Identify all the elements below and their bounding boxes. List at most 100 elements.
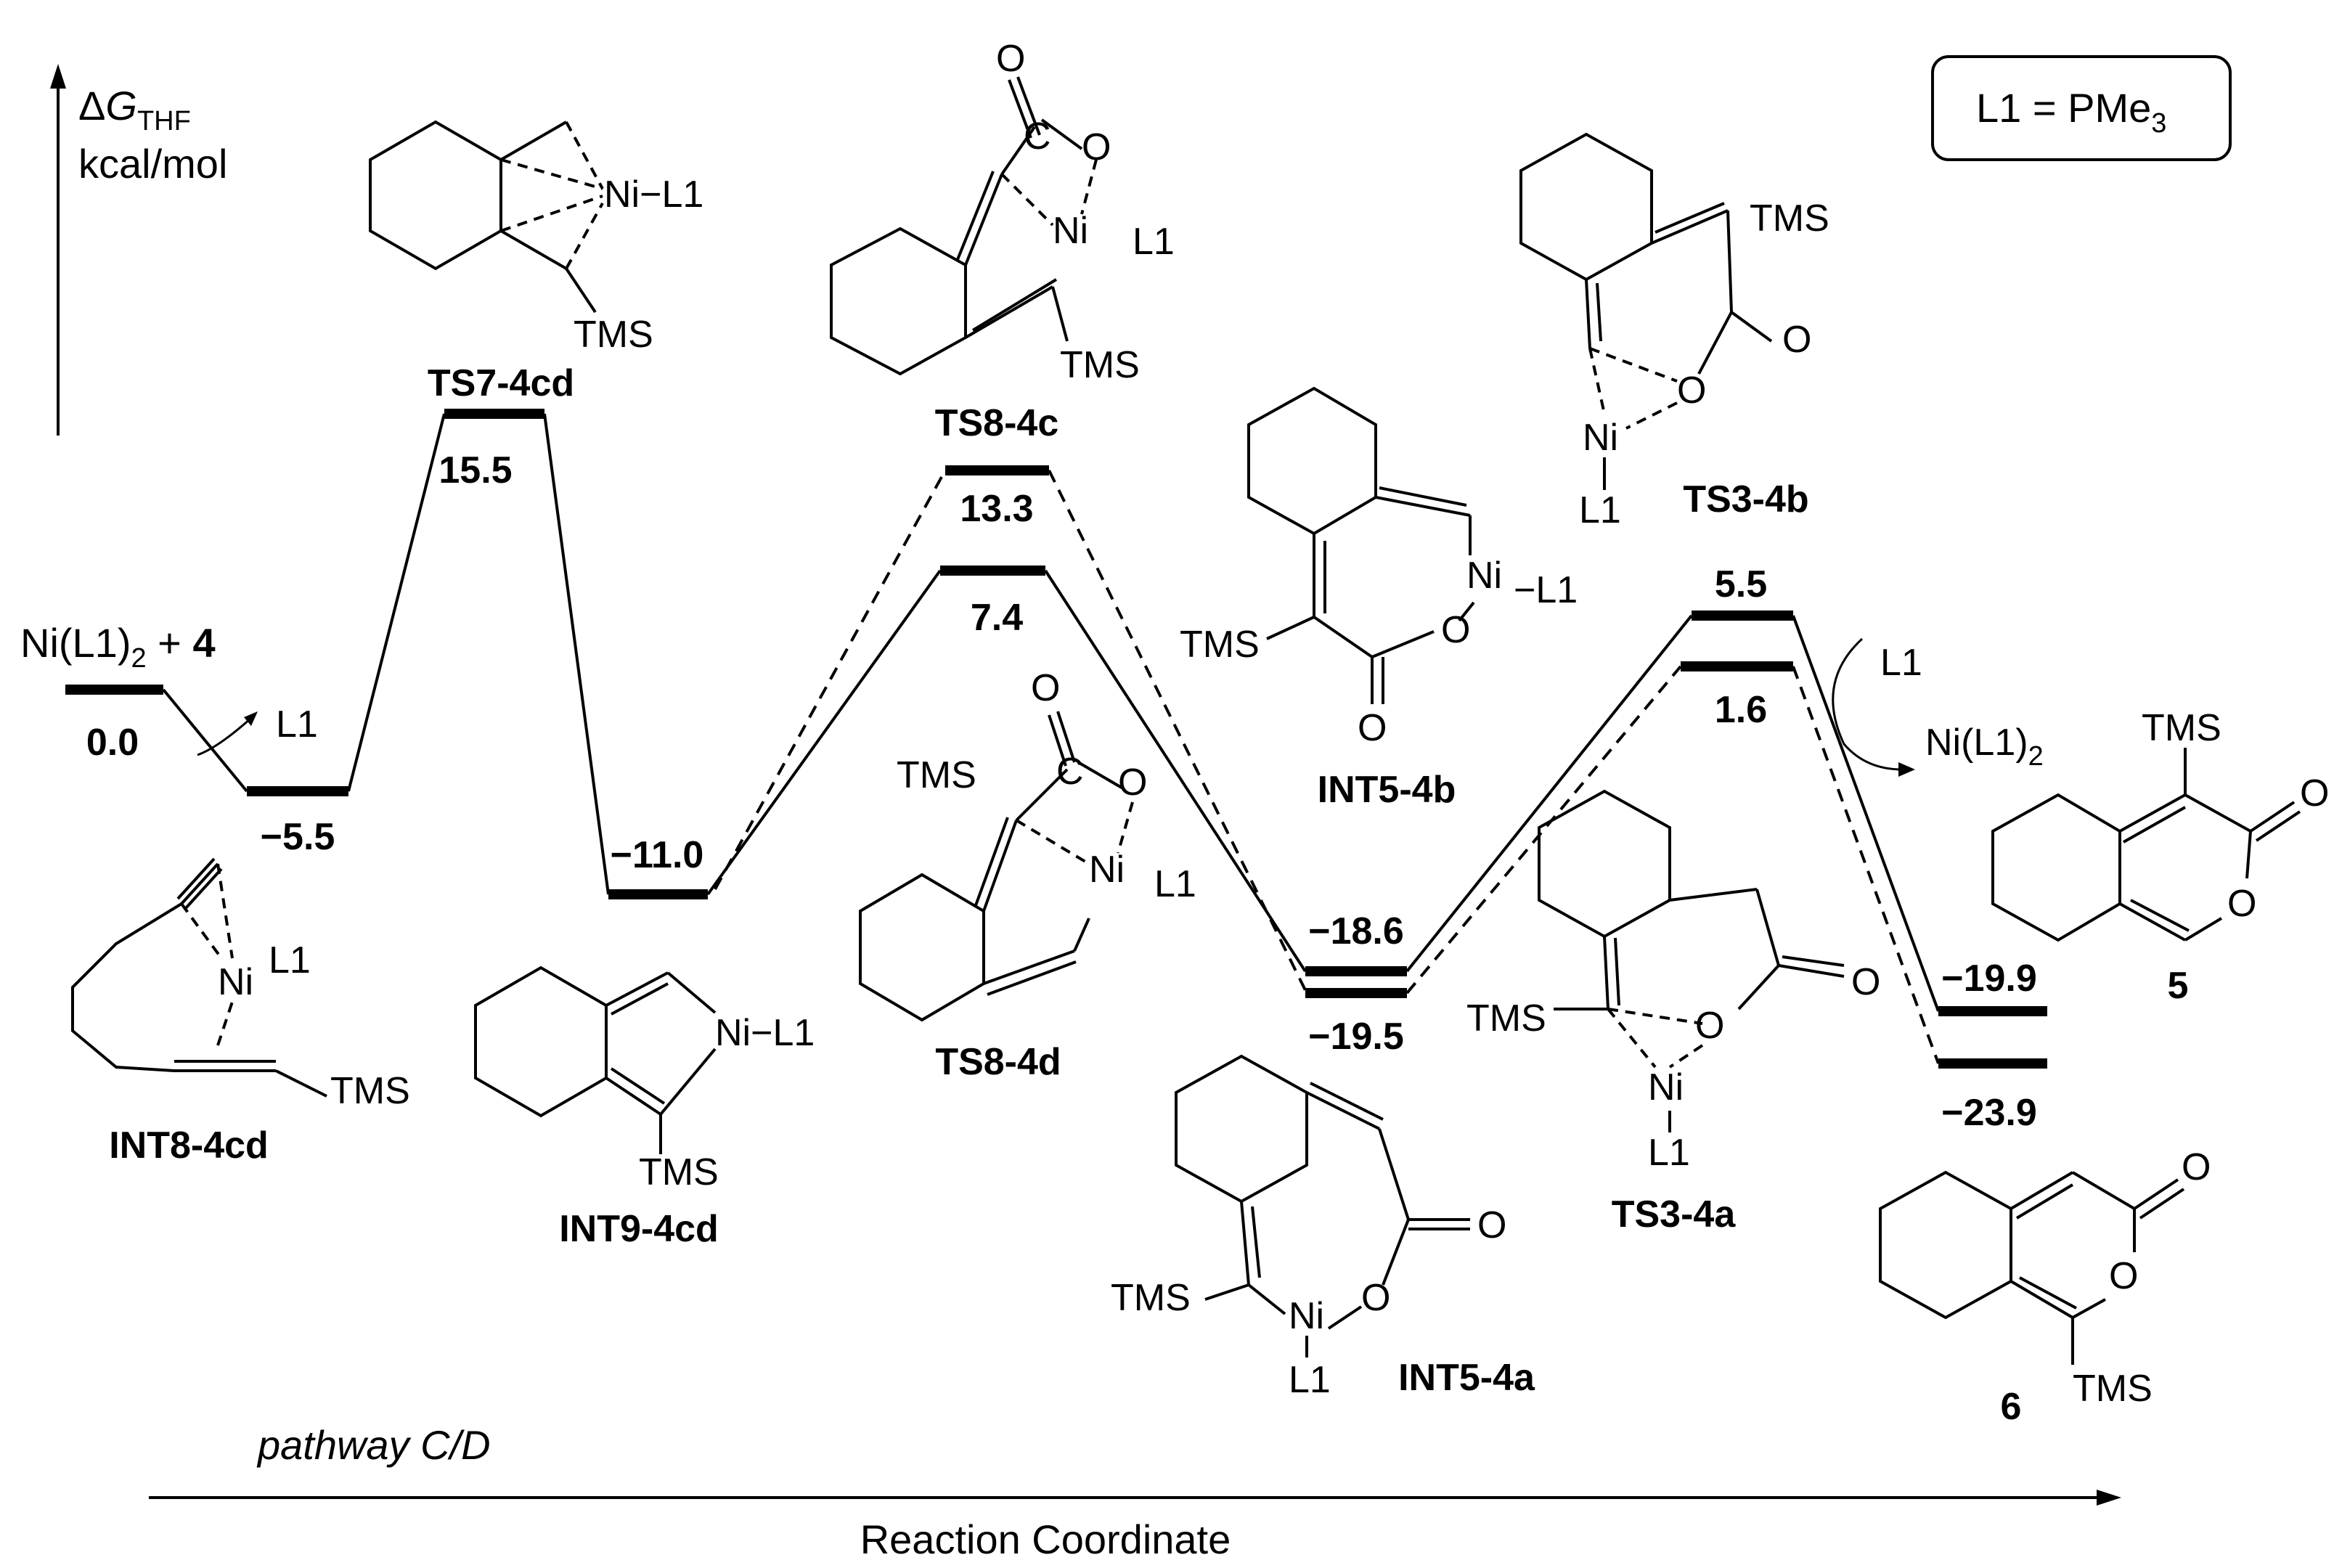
name-ts7: TS7-4cd	[428, 362, 574, 404]
value-ts8d: 7.4	[971, 597, 1023, 639]
energy-values: 0.0 −5.5 15.5 −11.0 13.3 7.4 −18.6 −19.5…	[86, 449, 2037, 1134]
int5b-ni: Ni	[1466, 555, 1502, 597]
name-ts3b: TS3-4b	[1683, 478, 1808, 520]
int9-tms: TMS	[639, 1151, 719, 1193]
x-axis	[149, 1490, 2121, 1506]
p5-o: O	[2300, 772, 2329, 814]
pathway-label: pathway C/D	[256, 1422, 491, 1468]
ts8d-l1: L1	[1154, 863, 1196, 905]
value-ts3a: 1.6	[1715, 689, 1767, 731]
name-ts3a: TS3-4a	[1612, 1193, 1737, 1236]
ts3b-tms: TMS	[1750, 197, 1829, 240]
ts3b-l1: L1	[1579, 489, 1621, 531]
l1-loss-arrow	[197, 711, 258, 756]
value-p6: −23.9	[1941, 1092, 2037, 1134]
name-int5b: INT5-4b	[1318, 769, 1456, 811]
ts3a-tms: TMS	[1466, 997, 1546, 1040]
ts3a-o: O	[1851, 961, 1880, 1003]
int5a-l1: L1	[1289, 1359, 1331, 1401]
int8-tms: TMS	[330, 1070, 410, 1112]
ts8c-o: O	[1082, 126, 1111, 168]
ts3a-ni: Ni	[1648, 1066, 1684, 1108]
p6-o: O	[2182, 1146, 2211, 1188]
energy-levels	[65, 409, 2047, 1069]
x-axis-arrowhead	[2097, 1490, 2121, 1506]
y-axis-label: ΔGTHF	[78, 83, 191, 136]
ts8c-o-top: O	[996, 38, 1025, 80]
product-ligand-arrow	[1832, 637, 1915, 777]
ts8d-o-top: O	[1031, 667, 1060, 709]
int8-l1: L1	[269, 939, 311, 981]
structure-p6	[1879, 1170, 2185, 1365]
value-p5: −19.9	[1941, 957, 2037, 1000]
l1-loss-label: L1	[276, 703, 318, 746]
y-axis-arrowhead	[50, 64, 66, 89]
int5a-o: O	[1477, 1204, 1506, 1246]
ligand-nil2-out: Ni(L1)2	[1925, 722, 2044, 772]
value-ts7: 15.5	[438, 449, 512, 491]
int8-ni: Ni	[218, 961, 253, 1003]
name-p6: 6	[2001, 1386, 2022, 1428]
name-ts8c: TS8-4c	[935, 402, 1059, 444]
p5-tms: TMS	[2142, 707, 2221, 749]
ts8c-tms: TMS	[1060, 344, 1140, 386]
name-int5a: INT5-4a	[1398, 1357, 1535, 1399]
structure-p5	[1991, 748, 2301, 942]
x-axis-label: Reaction Coordinate	[860, 1516, 1231, 1562]
value-int5a: −19.5	[1308, 1016, 1404, 1058]
value-int9: −11.0	[611, 834, 704, 876]
ts3a-l1: L1	[1648, 1132, 1690, 1174]
int5b-o: O	[1441, 609, 1470, 651]
p6-o-ring: O	[2109, 1255, 2138, 1297]
structure-ts8c	[830, 76, 1098, 376]
ts8d-tms: TMS	[897, 754, 976, 796]
structure-ts7	[369, 120, 604, 314]
structure-int5a	[1175, 1054, 1470, 1357]
ts7-tms: TMS	[574, 314, 653, 356]
ts8d-o: O	[1118, 761, 1147, 804]
ts8c-ni: Ni	[1053, 210, 1088, 252]
int9-ni: Ni−L1	[715, 1012, 815, 1054]
p6-tms: TMS	[2073, 1368, 2153, 1410]
ligand-l1-in: L1	[1880, 642, 1922, 684]
y-axis-units: kcal/mol	[78, 141, 227, 187]
ts3b-o-ring: O	[1677, 369, 1706, 412]
name-p5: 5	[2168, 965, 2189, 1007]
structure-ts8d	[859, 711, 1134, 1022]
ts8c-c: C	[1024, 115, 1051, 158]
connectors-solid	[162, 413, 1940, 1012]
structure-ts3b	[1519, 132, 1773, 490]
name-ts8d: TS8-4d	[935, 1041, 1061, 1083]
int5a-ni: Ni	[1289, 1295, 1324, 1337]
name-int9: INT9-4cd	[559, 1208, 719, 1250]
start-label: Ni(L1)2 + 4	[20, 620, 216, 674]
structure-int9	[474, 965, 717, 1154]
value-ts8c: 13.3	[960, 488, 1033, 530]
legend-box	[1931, 55, 2232, 161]
name-int8: INT8-4cd	[109, 1124, 269, 1167]
ts3b-o: O	[1782, 319, 1811, 361]
ts8d-c: C	[1056, 751, 1084, 793]
structure-ts3a	[1538, 789, 1845, 1132]
ts8c-l1: L1	[1133, 221, 1175, 263]
value-int5b: −18.6	[1308, 910, 1404, 952]
value-start: 0.0	[86, 722, 139, 764]
int5a-o-ring: O	[1361, 1277, 1390, 1319]
ts3b-ni: Ni	[1583, 417, 1618, 459]
y-axis	[50, 64, 66, 436]
ts3a-o-ring: O	[1695, 1005, 1724, 1047]
connectors-dashed	[714, 470, 1940, 1064]
structure-int5b	[1247, 386, 1475, 704]
value-ts3b: 5.5	[1715, 563, 1767, 605]
value-int8: −5.5	[261, 816, 335, 858]
int5b-l1: −L1	[1514, 569, 1578, 611]
ts8d-ni: Ni	[1089, 849, 1125, 891]
int5b-tms: TMS	[1180, 624, 1260, 666]
p5-o-ring: O	[2227, 883, 2256, 925]
structure-int8	[71, 857, 327, 1098]
legend-text: L1 = PMe3	[1976, 85, 2166, 139]
ts7-ni: Ni−L1	[604, 173, 703, 216]
int5a-tms: TMS	[1111, 1277, 1191, 1319]
int5b-o2: O	[1358, 707, 1387, 749]
